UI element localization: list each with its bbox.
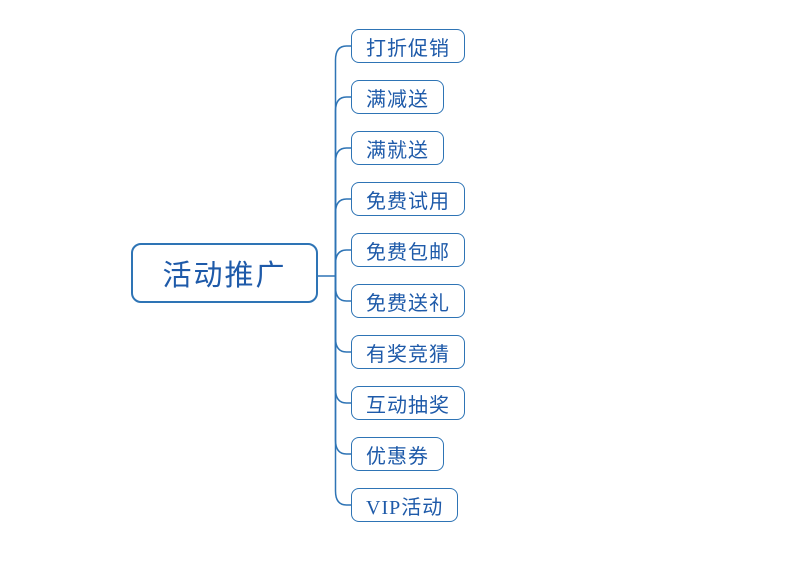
topic-node[interactable]: VIP活动 [351, 488, 459, 522]
topic-label: 满就送 [366, 139, 429, 162]
topic-label: 免费包邮 [366, 241, 450, 264]
topic-label: 互动抽奖 [366, 394, 450, 417]
topic-label: VIP活动 [366, 496, 444, 519]
topic-node[interactable]: 有奖竞猜 [351, 335, 465, 369]
topic-label: 免费送礼 [366, 292, 450, 315]
topic-node[interactable]: 免费包邮 [351, 233, 465, 267]
root-topic-node[interactable]: 活动推广 [131, 243, 318, 303]
topic-node[interactable]: 满就送 [351, 131, 444, 165]
topic-label: 满减送 [366, 88, 429, 111]
topic-label: 免费试用 [366, 190, 450, 213]
topic-node[interactable]: 满减送 [351, 80, 444, 114]
topic-label: 有奖竞猜 [366, 343, 450, 366]
topic-label: 打折促销 [366, 37, 450, 60]
root-topic-label: 活动推广 [162, 260, 287, 292]
topic-label: 优惠券 [366, 445, 429, 468]
topic-node[interactable]: 优惠券 [351, 437, 444, 471]
topic-node[interactable]: 免费试用 [351, 182, 465, 216]
topic-node[interactable]: 打折促销 [351, 29, 465, 63]
topic-node[interactable]: 免费送礼 [351, 284, 465, 318]
topic-node[interactable]: 互动抽奖 [351, 386, 465, 420]
